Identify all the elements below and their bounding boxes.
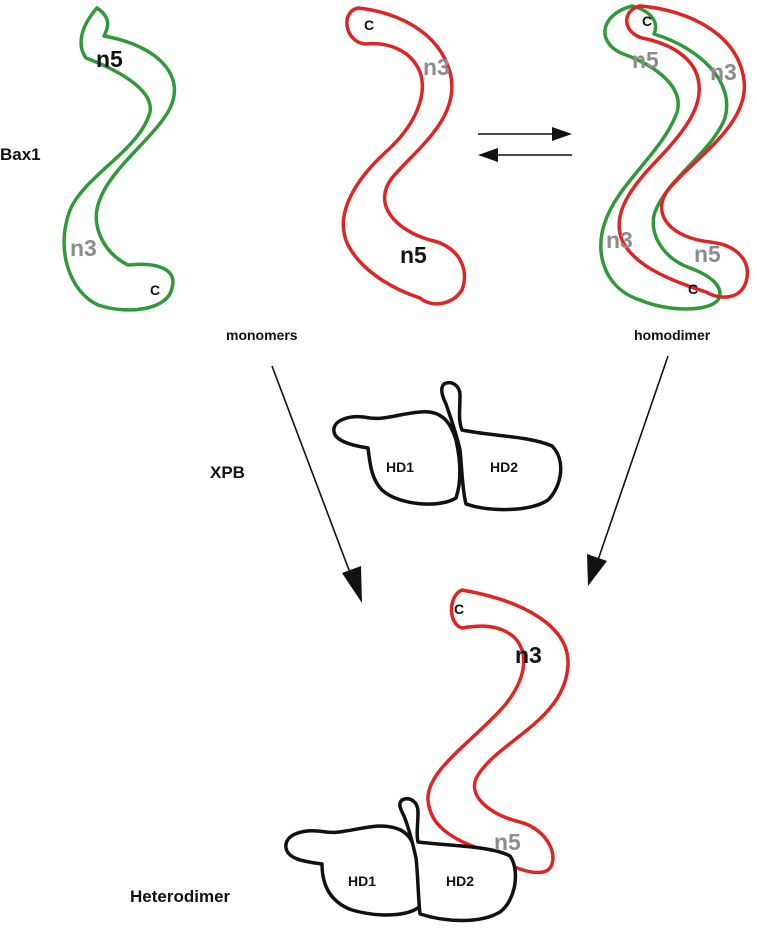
homodimer-to-heterodimer-arrow (597, 355, 669, 561)
equilibrium-reverse-arrowhead (478, 148, 498, 162)
green-n5-label: n5 (96, 46, 123, 72)
homodimer-c-bottom-label: C (688, 281, 698, 297)
bax1-monomer-red (341, 6, 467, 306)
xpb-hd2-label: HD2 (490, 459, 518, 475)
xpb-hd1-label: HD1 (386, 459, 414, 475)
homodimer-green-subunit (599, 4, 729, 311)
homodimer-c-top-label: C (642, 13, 652, 29)
heterodimer-hd2-domain (398, 797, 518, 923)
xpb-hd1-domain (332, 410, 462, 506)
red-n3-label: n3 (423, 54, 450, 80)
heterodimer-label: Heterodimer (130, 887, 231, 906)
homodimer-n3-red-label: n3 (710, 59, 737, 85)
heterodimer-hd1-label: HD1 (348, 873, 376, 889)
heterodimer-n5-label: n5 (494, 829, 521, 855)
xpb-hd2-domain (440, 381, 563, 512)
homodimer-label: homodimer (634, 327, 711, 343)
homodimer-n3-green-label: n3 (606, 227, 633, 253)
equilibrium-forward-arrowhead (552, 127, 572, 141)
homodimer-n5-green-label: n5 (632, 47, 659, 73)
monomers-label: monomers (226, 327, 298, 343)
heterodimer-hd2-label: HD2 (446, 873, 474, 889)
heterodimer-hd1-domain (284, 824, 423, 917)
red-c-label: C (364, 17, 374, 33)
red-n5-label: n5 (400, 242, 427, 268)
bax1-label: Bax1 (0, 145, 41, 164)
homodimer-red-subunit (617, 4, 750, 299)
heterodimer-n3-label: n3 (515, 642, 542, 668)
xpb-protein: HD1 HD2 (332, 381, 563, 512)
bax1-monomer-green (62, 6, 177, 312)
xpb-label: XPB (210, 463, 245, 482)
heterodimer-c-label: C (454, 601, 464, 617)
heterodimer-complex: C n3 n5 HD1 HD2 (284, 588, 570, 923)
monomers-to-heterodimer-arrowhead (342, 566, 362, 603)
homodimer-n5-red-label: n5 (694, 241, 721, 267)
monomers-to-heterodimer-arrow (271, 365, 353, 579)
green-c-label: C (150, 282, 160, 298)
green-n3-label: n3 (70, 235, 97, 261)
homodimer-to-heterodimer-arrowhead (587, 554, 607, 586)
